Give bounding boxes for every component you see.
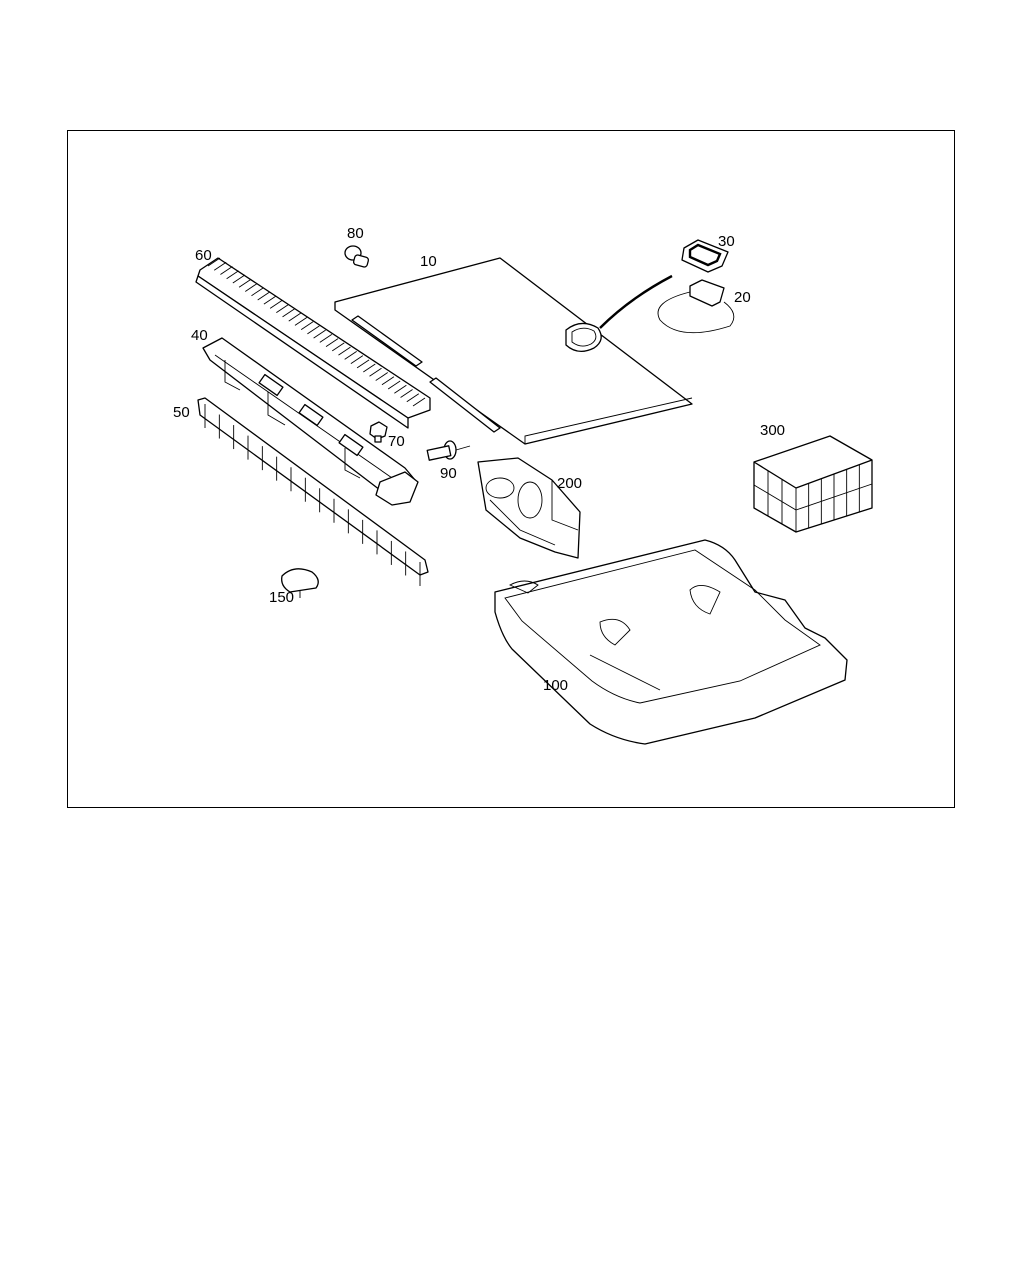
- grille-slat: [282, 308, 295, 318]
- grille-slat: [387, 380, 401, 390]
- grille-slat: [344, 350, 357, 360]
- callout-200: 200: [557, 475, 583, 492]
- grille-slat: [232, 274, 246, 284]
- grille-slat: [356, 359, 370, 369]
- part-20-pull-cable: [599, 274, 735, 334]
- grille-slat: [394, 384, 407, 394]
- callout-70: 70: [388, 433, 405, 450]
- part-150-cap: [281, 568, 319, 598]
- grille-slat: [375, 372, 388, 381]
- diagram-frame: [67, 130, 955, 808]
- callout-30: 30: [718, 233, 735, 250]
- grille-slat: [400, 389, 413, 398]
- part-80-push-clip: [344, 245, 370, 268]
- grille-slat: [207, 257, 221, 267]
- part-40-bracket-rail: [202, 337, 419, 506]
- part-100-floor-tub: [494, 539, 848, 745]
- grille-slat: [381, 376, 395, 386]
- grille-slat: [369, 367, 382, 377]
- grille-slat: [238, 278, 252, 288]
- callout-90: 90: [440, 465, 457, 482]
- grille-slat: [213, 261, 227, 271]
- part-10-floor-panel: [334, 257, 693, 445]
- callout-150: 150: [269, 589, 295, 606]
- part-300-crate: [753, 435, 873, 533]
- callout-20: 20: [734, 289, 751, 306]
- grille-slat: [288, 312, 302, 322]
- leader-line-90: [455, 445, 471, 451]
- grille-slat: [412, 397, 426, 407]
- callout-10: 10: [420, 253, 437, 270]
- grille-slat: [257, 291, 270, 301]
- grille-slat: [269, 300, 283, 309]
- grille-slat: [363, 363, 376, 373]
- grille-slat: [263, 295, 277, 305]
- grille-slat: [294, 317, 308, 326]
- callout-80: 80: [347, 225, 364, 242]
- part-70-clip: [369, 421, 388, 443]
- grille-slat: [276, 304, 289, 314]
- part-200-tray-insert: [477, 457, 581, 559]
- grille-slat: [331, 342, 345, 352]
- callout-100: 100: [543, 677, 569, 694]
- grille-slat: [350, 355, 364, 364]
- grille-slat: [313, 329, 326, 339]
- grille-slat: [300, 321, 314, 331]
- grille-slat: [338, 346, 351, 356]
- grille-slat: [251, 287, 264, 297]
- grille-slat: [245, 283, 258, 292]
- part-30-handle-bezel: [681, 239, 729, 273]
- grille-slat: [307, 325, 320, 335]
- callout-50: 50: [173, 404, 190, 421]
- part-60-grille-strip: [195, 257, 431, 429]
- callout-40: 40: [191, 327, 208, 344]
- grille-slat: [220, 266, 233, 275]
- grille-slat: [325, 338, 339, 347]
- part-50-ribbed-rail: [197, 397, 429, 586]
- callout-300: 300: [760, 422, 786, 439]
- callout-60: 60: [195, 247, 212, 264]
- part-90-screw: [426, 440, 457, 461]
- grille-slat: [319, 333, 333, 343]
- grille-slat: [406, 393, 420, 403]
- grille-slat: [226, 270, 239, 280]
